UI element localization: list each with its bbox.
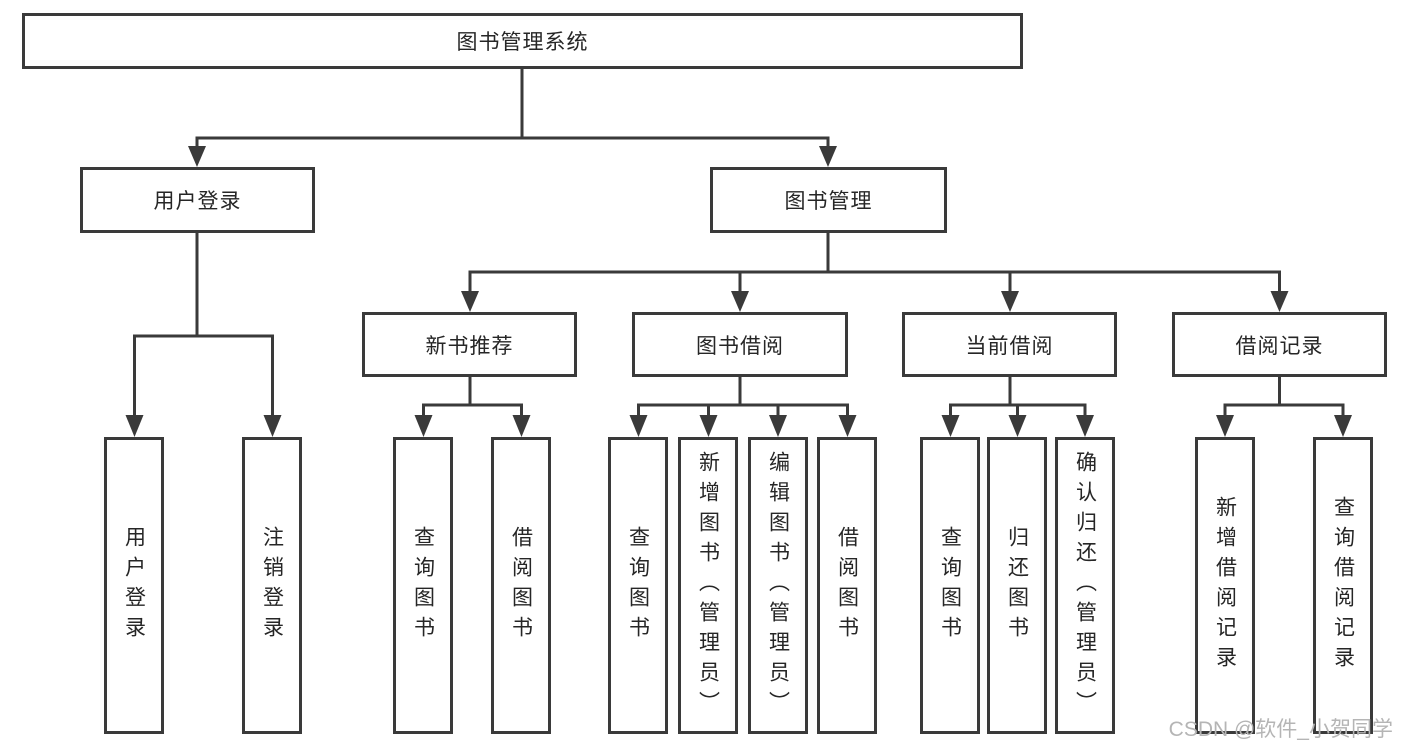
node-new-book-recommendation-label: 新书推荐: [425, 334, 514, 358]
node-user-login-label: 用户登录: [153, 190, 242, 213]
leaf-add-borrow-record: 新增借阅记录: [1195, 437, 1255, 734]
leaf-confirm-return-admin: 确认归还（管理员）: [1055, 437, 1115, 734]
leaf-edit-book-admin: 编辑图书（管理员）: [748, 437, 808, 734]
node-book-management-label: 图书管理: [784, 190, 873, 213]
node-book-management: 图书管理: [710, 167, 947, 233]
leaf-borrow-books-borrowing: 借阅图书: [817, 437, 877, 734]
node-root: 图书管理系统: [22, 13, 1023, 69]
csdn-watermark: CSDN @软件_小贺同学: [1168, 718, 1393, 741]
node-borrowing-records: 借阅记录: [1172, 312, 1387, 377]
leaf-borrow-books-recommend: 借阅图书: [491, 437, 551, 734]
leaf-return-books: 归还图书: [987, 437, 1047, 734]
node-current-borrowing-label: 当前借阅: [965, 334, 1054, 358]
node-book-borrowing: 图书借阅: [632, 312, 848, 377]
leaf-query-books-current: 查询图书: [920, 437, 980, 734]
leaf-add-book-admin: 新增图书（管理员）: [678, 437, 738, 734]
leaf-query-books-recommend: 查询图书: [393, 437, 453, 734]
arrowheads: [125, 146, 1352, 437]
node-user-login: 用户登录: [80, 167, 315, 233]
leaf-query-borrow-record: 查询借阅记录: [1313, 437, 1373, 734]
leaf-user-login: 用户登录: [104, 437, 164, 734]
node-borrowing-records-label: 借阅记录: [1235, 334, 1324, 358]
leaf-query-books-borrowing: 查询图书: [608, 437, 668, 734]
leaf-logout: 注销登录: [242, 437, 302, 734]
node-root-label: 图书管理系统: [456, 31, 589, 54]
node-current-borrowing: 当前借阅: [902, 312, 1117, 377]
node-new-book-recommendation: 新书推荐: [362, 312, 577, 377]
node-book-borrowing-label: 图书借阅: [696, 334, 784, 358]
